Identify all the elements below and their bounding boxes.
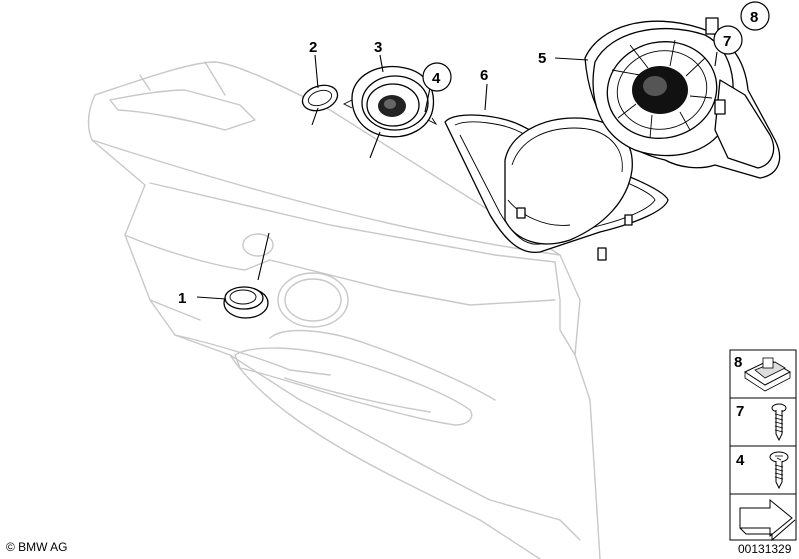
copyright-text: © BMW AG [6, 540, 68, 554]
callout-3: 3 [374, 39, 382, 56]
svg-text:6: 6 [480, 67, 488, 84]
hardware-legend: 8 7 4 [729, 349, 797, 542]
callout-6: 6 [480, 67, 488, 84]
leader-5 [554, 57, 589, 61]
clip-nut-icon [743, 357, 792, 392]
part-2-tweeter-ring [301, 84, 339, 112]
section-arrow-icon [739, 498, 796, 542]
callout-7-circle [713, 25, 743, 55]
svg-text:2: 2 [309, 39, 317, 56]
part-1-tweeter-grommet [223, 286, 269, 319]
leader-1b [257, 232, 270, 281]
leader-4 [424, 87, 431, 113]
screw-7-icon [771, 403, 787, 442]
svg-text:8: 8 [750, 9, 758, 26]
callout-1: 1 [178, 290, 186, 307]
door-trim-panel [87, 61, 601, 559]
leader-6 [484, 83, 488, 111]
svg-text:5: 5 [538, 50, 546, 67]
svg-text:7: 7 [723, 33, 731, 50]
diagram-number: 00131329 [738, 542, 792, 556]
part-3-speaker [342, 66, 438, 138]
leader-7 [714, 51, 718, 67]
leader-2 [314, 54, 319, 89]
leader-3b [369, 131, 381, 159]
footer: © BMW AG 00131329 [6, 540, 792, 556]
callout-7: 7 [713, 25, 743, 55]
svg-text:8: 8 [734, 354, 742, 371]
svg-text:1: 1 [178, 290, 186, 307]
part-6-speaker-enclosure [444, 114, 669, 261]
callout-8: 8 [740, 1, 770, 31]
svg-text:4: 4 [432, 70, 441, 87]
callout-5: 5 [538, 50, 546, 67]
svg-text:3: 3 [374, 39, 382, 56]
leader-1 [196, 296, 227, 300]
callout-4-circle [422, 62, 452, 92]
callout-4: 4 [422, 62, 452, 92]
callout-8-circle [740, 1, 770, 31]
leader-2b [311, 107, 319, 126]
svg-text:7: 7 [736, 403, 744, 420]
svg-text:4: 4 [736, 452, 745, 469]
callout-2: 2 [309, 39, 317, 56]
leader-lines [196, 51, 718, 300]
leader-3 [379, 54, 384, 73]
screw-4-icon [769, 451, 789, 490]
part-5-subwoofer [584, 17, 781, 179]
